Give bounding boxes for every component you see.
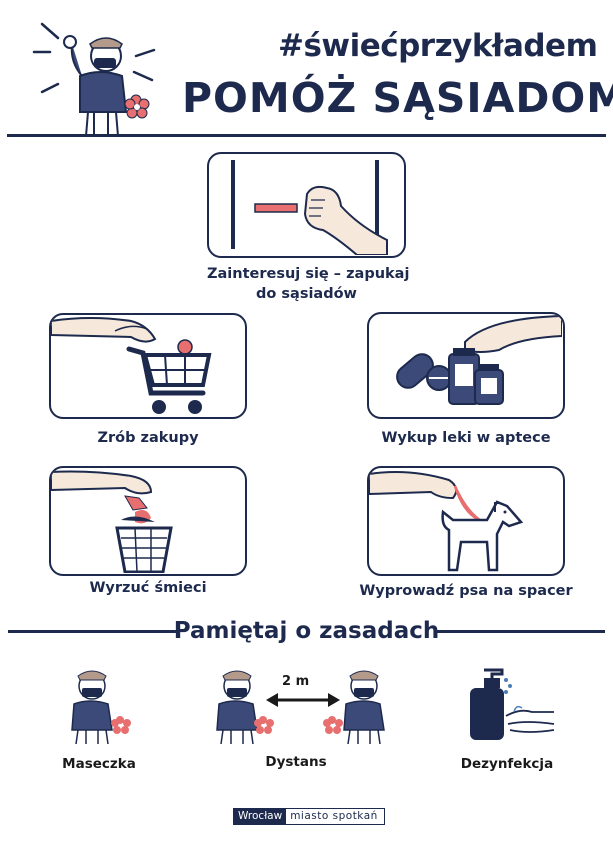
dog-caption: Wyprowadź psa na spacer [359,583,573,599]
distance-value: 2 m [282,674,310,689]
knock-caption-line2: do sąsiadów [256,286,357,302]
sanitizer-icon [462,668,554,742]
knock-caption-line1: Zainteresuj się – zapukaj [207,266,410,282]
header-divider [7,134,606,137]
distance-person-right-icon [318,664,396,746]
city-logo: Wrocław miasto spotkań [233,808,385,825]
pharmacy-caption: Wykup leki w aptece [381,430,551,446]
rules-divider-right [437,630,605,633]
rules-divider-left [8,630,178,633]
pharmacy-card [367,312,565,419]
mask-label: Maseczka [62,756,136,772]
trash-card [49,466,247,576]
distance-arrow-icon [266,692,340,708]
knocking-hand-icon [231,160,388,255]
medicine-icon [396,314,562,405]
mascot-waving-icon [30,14,160,139]
shopping-cart-icon [51,317,212,414]
dog-card [367,466,565,576]
trash-basket-icon [51,470,173,573]
trash-caption: Wyrzuć śmieci [89,580,207,596]
logo-city-name: Wrocław [234,809,287,824]
knock-card [207,152,406,258]
shopping-caption: Zrób zakupy [97,430,199,446]
hashtag-title: #świećprzykładem [278,28,598,64]
disinfection-label: Dezynfekcja [460,756,554,772]
distance-person-left-icon [205,664,283,746]
distance-label: Dystans [265,754,327,770]
page-title: POMÓŻ SĄSIADOM [182,74,613,122]
shopping-card [49,313,247,419]
logo-slogan: miasto spotkań [290,810,378,822]
rules-title: Pamiętaj o zasadach [173,618,440,644]
mask-person-icon [60,664,138,746]
dog-walk-icon [369,471,524,572]
